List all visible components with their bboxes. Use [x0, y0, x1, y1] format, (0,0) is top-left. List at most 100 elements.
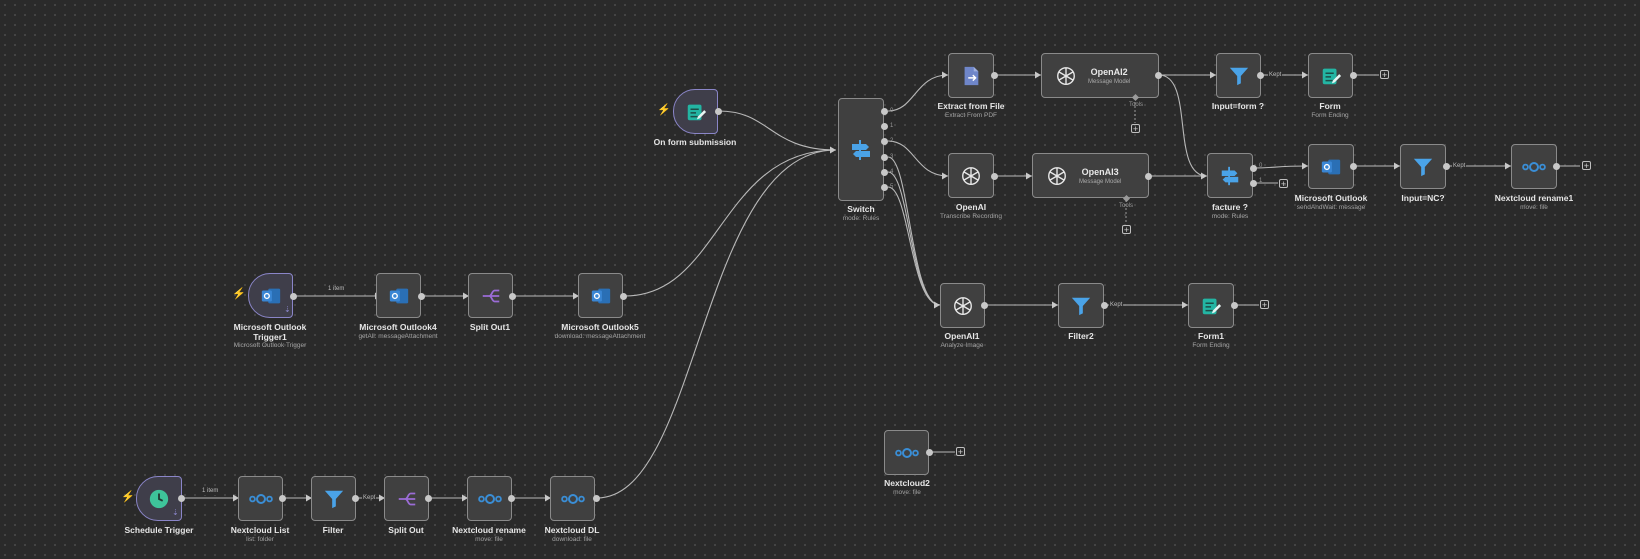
node-on-form-submission[interactable] — [673, 89, 718, 134]
output-port[interactable] — [991, 173, 998, 180]
facture-output-0[interactable] — [1250, 165, 1257, 172]
edge-outlook5-to-switch — [624, 149, 837, 297]
pin-icon: ⇣ — [172, 508, 179, 517]
outlook-icon — [1319, 155, 1343, 179]
node-extract-from-file[interactable] — [948, 53, 994, 98]
output-port[interactable] — [290, 293, 297, 300]
node-nextcloud-list[interactable] — [238, 476, 283, 521]
node-subtitle: download: messageAttachment — [554, 333, 646, 340]
facture-output-label: 0 — [1259, 163, 1263, 169]
node-label: OpenAI1 — [944, 331, 980, 341]
switch-output-1[interactable] — [881, 123, 888, 130]
add-node-button[interactable]: + — [956, 447, 965, 457]
node-microsoft-outlook[interactable] — [1308, 144, 1354, 189]
add-node-button[interactable]: + — [1582, 161, 1591, 171]
output-port[interactable] — [425, 495, 432, 502]
node-input-form[interactable] — [1216, 53, 1261, 98]
edge-facture-to-outlook — [1252, 165, 1309, 169]
node-label: Input=NC? — [1401, 193, 1445, 203]
add-node-button[interactable]: + — [1279, 179, 1288, 189]
node-label: Split Out — [388, 525, 424, 535]
file-extract-icon — [959, 64, 983, 88]
output-port[interactable] — [981, 302, 988, 309]
output-port[interactable] — [1350, 163, 1357, 170]
node-split-out[interactable] — [384, 476, 429, 521]
output-port[interactable] — [1553, 163, 1560, 170]
add-node-button[interactable]: + — [1380, 70, 1389, 80]
node-label: Filter — [322, 525, 344, 535]
output-port[interactable] — [1101, 302, 1108, 309]
output-port[interactable] — [1231, 302, 1238, 309]
node-nextcloud-rename1[interactable] — [1511, 144, 1557, 189]
output-port[interactable] — [1257, 72, 1264, 79]
switch-icon — [849, 138, 873, 162]
node-outlook5[interactable] — [578, 273, 623, 318]
node-subtitle: Form Ending — [1311, 112, 1349, 119]
output-port[interactable] — [926, 449, 933, 456]
node-filter2[interactable] — [1058, 283, 1104, 328]
output-port[interactable] — [1350, 72, 1357, 79]
output-port[interactable] — [593, 495, 600, 502]
output-port[interactable] — [352, 495, 359, 502]
node-subtitle: Microsoft Outlook Trigger — [233, 342, 307, 349]
switch-output-3[interactable] — [881, 154, 888, 161]
node-switch[interactable] — [838, 98, 884, 201]
add-tool-button[interactable]: + — [1122, 225, 1131, 235]
node-openai[interactable] — [948, 153, 994, 198]
edge-switch-to-extract — [887, 74, 949, 112]
switch-output-2[interactable] — [881, 138, 888, 145]
node-outlook4[interactable] — [376, 273, 421, 318]
edge-switch-to-openai — [887, 140, 949, 177]
node-schedule-trigger[interactable] — [136, 476, 182, 521]
node-input-nc[interactable] — [1400, 144, 1446, 189]
node-nextcloud2[interactable] — [884, 430, 929, 475]
output-port[interactable] — [418, 293, 425, 300]
edge-nextclouddl-to-switch — [596, 149, 837, 499]
edge-openai2-to-facture — [1158, 74, 1208, 177]
output-port[interactable] — [508, 495, 515, 502]
output-port[interactable] — [178, 495, 185, 502]
form-icon — [684, 100, 708, 124]
facture-output-1[interactable] — [1250, 180, 1257, 187]
node-openai3[interactable]: OpenAI3 Message Model — [1032, 153, 1149, 198]
node-form1[interactable] — [1188, 283, 1234, 328]
output-port[interactable] — [509, 293, 516, 300]
output-port[interactable] — [1145, 173, 1152, 180]
switch-output-4[interactable] — [881, 169, 888, 176]
output-port[interactable] — [279, 495, 286, 502]
node-label: Nextcloud rename1 — [1494, 193, 1574, 203]
node-subtitle: move: file — [893, 489, 921, 496]
add-tool-button[interactable]: + — [1131, 124, 1140, 134]
filter-icon — [322, 487, 346, 511]
node-label: Microsoft Outlook Trigger1 — [233, 322, 307, 342]
switch-output-0[interactable] — [881, 108, 888, 115]
node-subtitle: move: file — [1520, 204, 1548, 211]
switch-output-label: 5 — [890, 184, 894, 190]
output-port[interactable] — [991, 72, 998, 79]
node-openai1[interactable] — [940, 283, 985, 328]
node-filter[interactable] — [311, 476, 356, 521]
node-nextcloud-dl[interactable] — [550, 476, 595, 521]
outlook-icon — [259, 284, 283, 308]
node-form[interactable] — [1308, 53, 1353, 98]
output-port[interactable] — [715, 108, 722, 115]
switch-output-5[interactable] — [881, 184, 888, 191]
switch-output-label: 1 — [890, 123, 894, 129]
split-out-icon — [395, 487, 419, 511]
node-nextcloud-rename[interactable] — [467, 476, 512, 521]
output-port[interactable] — [1155, 72, 1162, 79]
output-port[interactable] — [620, 293, 627, 300]
add-node-button[interactable]: + — [1260, 300, 1269, 310]
filter-icon — [1411, 155, 1435, 179]
output-port[interactable] — [1443, 163, 1450, 170]
node-openai2[interactable]: OpenAI2 Message Model — [1041, 53, 1159, 98]
node-split-out1[interactable] — [468, 273, 513, 318]
node-title: OpenAI2 — [1090, 66, 1128, 77]
switch-output-label: 2 — [890, 138, 894, 144]
facture-output-label: 1 — [1259, 178, 1263, 184]
node-label: Split Out1 — [469, 322, 511, 332]
outlook-icon — [589, 284, 613, 308]
node-facture[interactable] — [1207, 153, 1253, 198]
openai-icon — [951, 294, 975, 318]
